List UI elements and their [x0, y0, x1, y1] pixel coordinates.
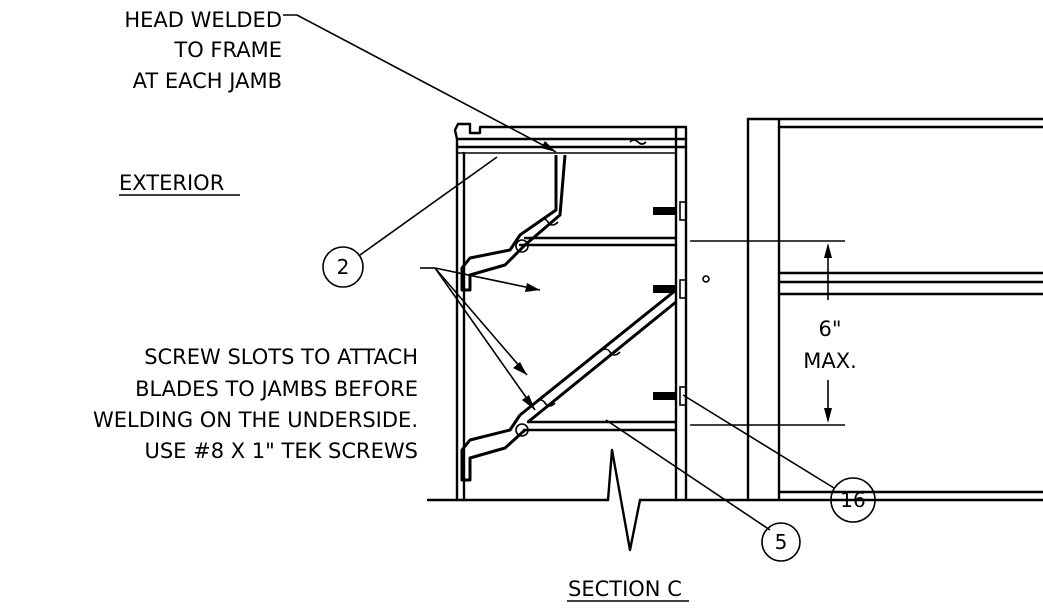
- diagonal-slot-upper: [599, 348, 621, 356]
- head-welded-leader: [283, 14, 557, 153]
- callout-2: 2: [322, 246, 364, 288]
- screw-note-line-2: BLADES TO JAMBS BEFORE: [135, 377, 418, 401]
- head-welded-line-1: HEAD WELDED: [124, 8, 282, 32]
- screw-leader-2: [434, 267, 528, 376]
- diagonal-blade-bottom: [527, 300, 677, 424]
- break-line: [606, 448, 642, 552]
- lower-blade: [460, 414, 527, 482]
- leader-lines: [283, 14, 835, 531]
- screw-note-line-3: WELDING ON THE UNDERSIDE.: [93, 408, 418, 432]
- dimension-note: 6" MAX.: [803, 317, 857, 373]
- screw-upper: [653, 201, 687, 221]
- screw-lower-head: [679, 386, 687, 406]
- callout-5-circle: [761, 522, 801, 562]
- dimension-arrow-top: [824, 243, 832, 258]
- diagonal-blade-top: [519, 288, 677, 417]
- anchor-hole: [702, 275, 710, 283]
- screw-upper-shank: [653, 207, 675, 215]
- upper-blade: [460, 154, 567, 292]
- screw-slots-note: SCREW SLOTS TO ATTACH BLADES TO JAMBS BE…: [93, 345, 418, 463]
- callout-5: 5: [761, 522, 801, 562]
- screw-lower-shank: [653, 392, 675, 400]
- callout-2-leader: [359, 156, 498, 256]
- section-title: SECTION C: [568, 577, 682, 601]
- head-screw-boss: [629, 139, 647, 145]
- adjacent-blade: [777, 271, 1043, 296]
- screw-leader-1: [434, 267, 541, 291]
- head-welded-line-2: TO FRAME: [173, 38, 282, 62]
- screw-lower: [653, 386, 687, 406]
- dimension-arrow-bottom: [824, 408, 832, 423]
- screw-middle-head: [679, 279, 687, 299]
- callout-2-number: 2: [337, 255, 350, 279]
- callout-5-number: 5: [775, 530, 788, 554]
- louver-blades: [460, 154, 678, 482]
- head-welded-line-3: AT EACH JAMB: [133, 69, 282, 93]
- exterior-label: EXTERIOR: [119, 171, 224, 195]
- dimension-value: 6": [818, 317, 841, 341]
- callout-5-leader: [605, 419, 771, 531]
- screw-note-line-4: USE #8 X 1" TEK SCREWS: [144, 439, 418, 463]
- head-welded-note: HEAD WELDED TO FRAME AT EACH JAMB: [124, 8, 282, 93]
- screw-upper-head: [679, 201, 687, 221]
- tek-screws: [653, 201, 710, 406]
- head-channel: [453, 122, 688, 141]
- upper-blade-slot: [537, 218, 559, 226]
- diagonal-slot-lower: [534, 399, 556, 407]
- dimension-6-max: [690, 240, 845, 426]
- screw-middle: [653, 279, 687, 299]
- callout-2-circle: [322, 246, 364, 288]
- callout-16-leader: [682, 394, 835, 489]
- screw-middle-shank: [653, 285, 675, 293]
- louver-frame: [426, 117, 1043, 552]
- screw-leader-3: [434, 267, 536, 411]
- dimension-max: MAX.: [803, 349, 857, 373]
- screw-note-line-1: SCREW SLOTS TO ATTACH: [144, 345, 418, 369]
- screw-leader-1-arrow: [525, 283, 540, 292]
- screw-leader-2-arrow: [513, 362, 527, 375]
